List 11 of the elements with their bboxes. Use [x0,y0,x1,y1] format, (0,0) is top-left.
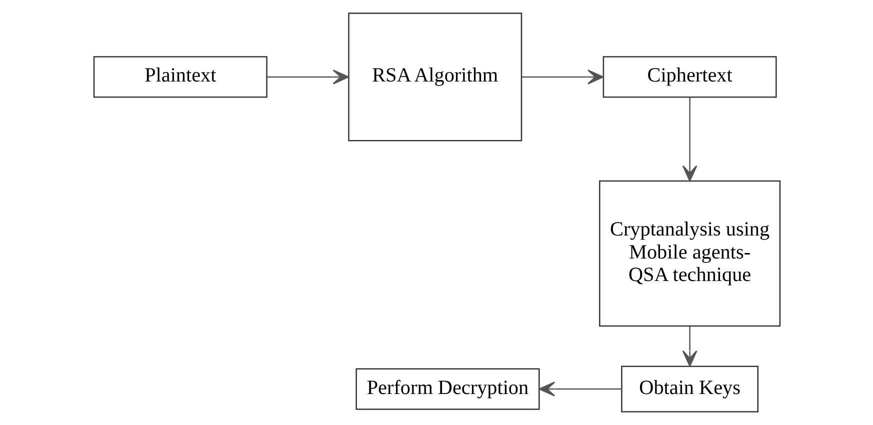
arrow [538,382,622,396]
node-box: Obtain Keys [620,366,758,412]
node-box: Cryptanalysis using Mobile agents- QSA technique [598,180,780,327]
arrow [521,70,604,84]
arrow [682,97,697,182]
node-box: Perform Decryption [355,368,540,410]
arrow [682,326,697,367]
node-box: Ciphertext [602,56,776,98]
node-box: Plaintext [92,56,267,98]
node-box: RSA Algorithm [348,12,522,142]
arrow [266,70,349,84]
